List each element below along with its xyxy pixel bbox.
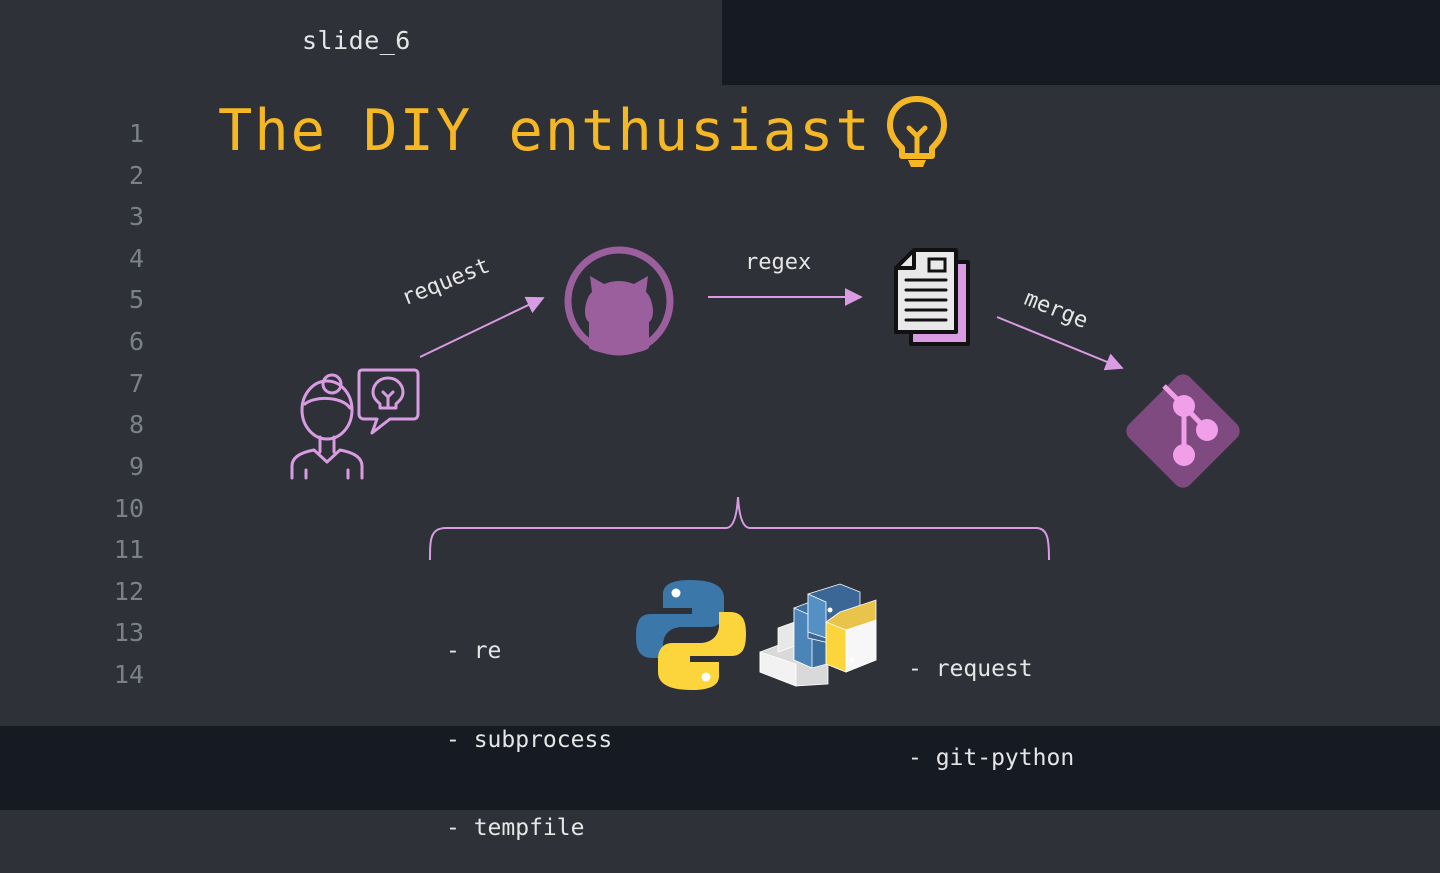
line-number: 14: [113, 660, 144, 689]
thirdparty-package-list: - request - git-python: [908, 596, 1074, 803]
bottom-panel: [0, 726, 1440, 810]
brace: [429, 496, 1050, 561]
python-logo-icon: [636, 580, 746, 690]
line-number: 9: [128, 452, 144, 481]
line-number: 3: [128, 202, 144, 231]
slide-title: The DIY enthusiast: [218, 98, 872, 164]
edge-label-regex: regex: [745, 250, 812, 275]
github-icon: [564, 246, 674, 356]
top-right-panel: [722, 0, 1440, 85]
user-idea-icon: [290, 368, 420, 480]
line-number: 5: [128, 285, 144, 314]
line-number: 7: [128, 369, 144, 398]
stdlib-module-list: - re - subprocess - tempfile: [446, 578, 612, 873]
list-item: - tempfile: [446, 815, 585, 841]
list-item: - request: [908, 656, 1033, 682]
line-number: 6: [128, 327, 144, 356]
workflow-diagram: [290, 246, 1240, 690]
line-number: 2: [128, 161, 144, 190]
line-number: 1: [128, 119, 144, 148]
list-item: - subprocess: [446, 726, 613, 753]
list-item: - git-python: [908, 744, 1075, 771]
pypi-packages-icon: [759, 583, 877, 687]
lightbulb-icon: [887, 96, 947, 167]
line-number: 11: [113, 535, 144, 564]
line-number: 4: [128, 244, 144, 273]
line-number: 8: [128, 410, 144, 439]
edge-merge: [996, 316, 1124, 371]
list-item: - re: [446, 638, 502, 664]
edge-request: [419, 296, 545, 358]
line-number: 10: [113, 494, 144, 523]
line-number: 12: [113, 577, 144, 606]
document-icon: [894, 248, 970, 346]
git-icon: [1126, 374, 1240, 488]
slide-tab-title: slide_6: [302, 26, 411, 55]
line-number: 13: [113, 618, 144, 647]
